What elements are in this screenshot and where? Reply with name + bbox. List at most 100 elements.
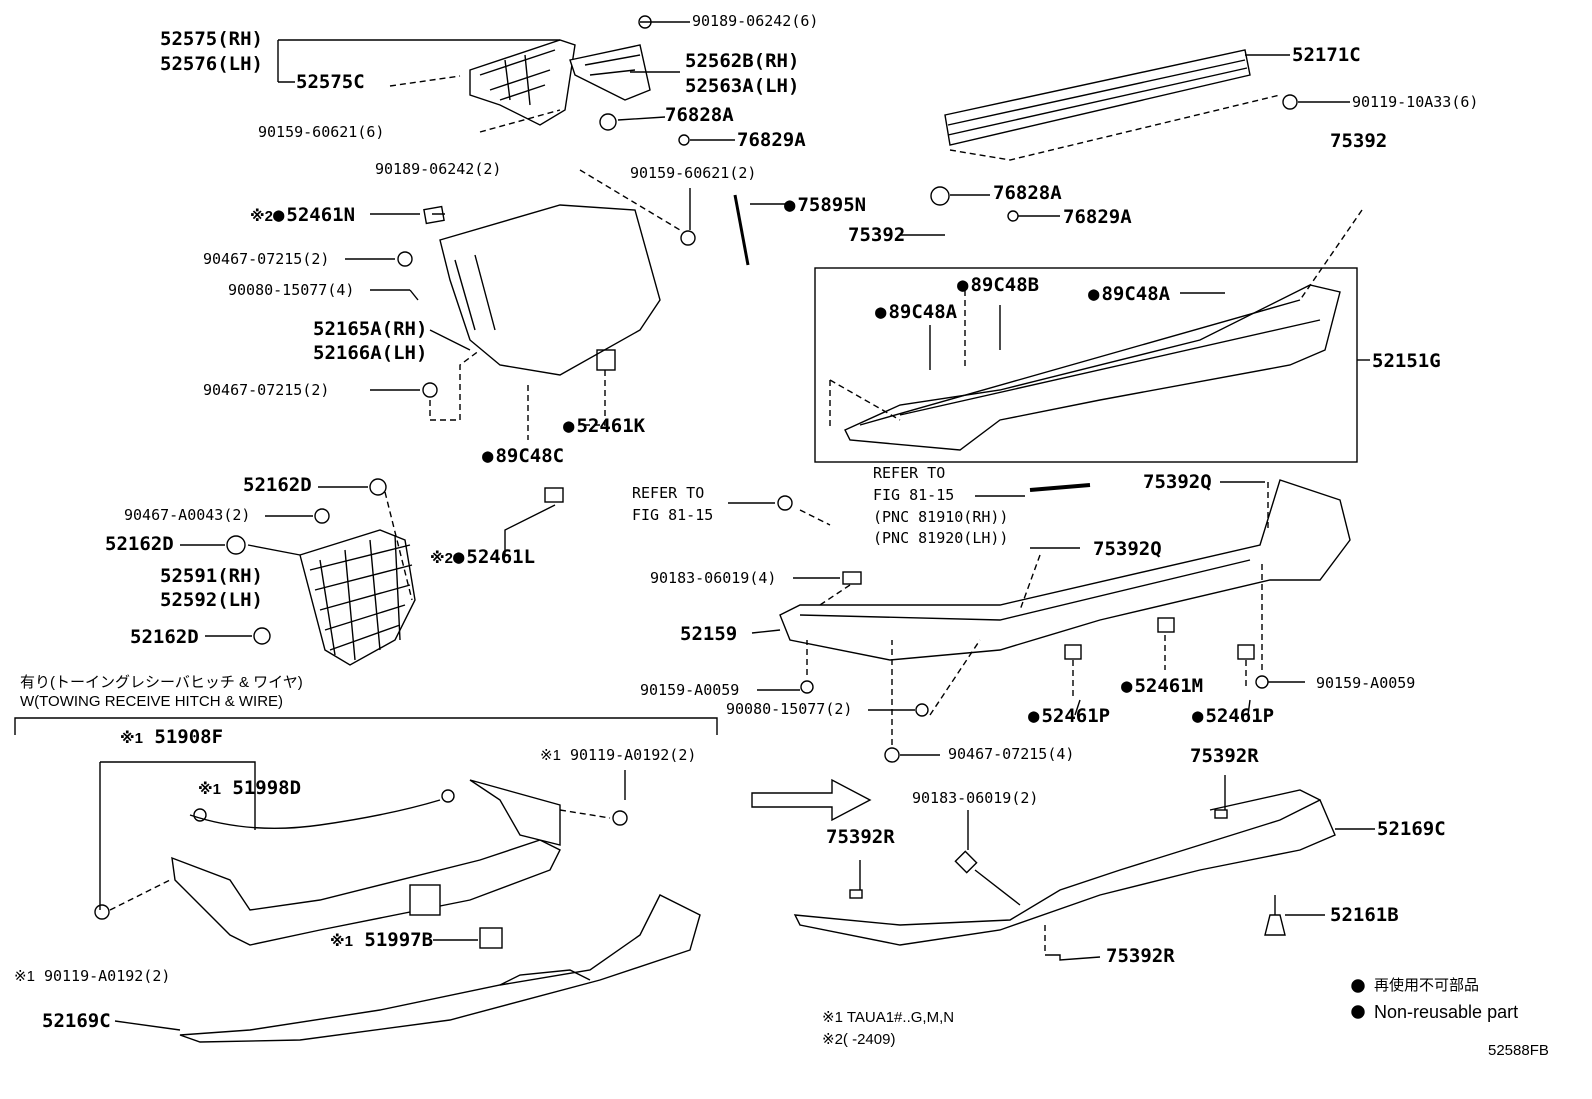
part-label-75392r-left: 75392R	[826, 826, 895, 848]
part-label-52171c: 52171C	[1292, 44, 1361, 66]
part-label-52161b: 52161B	[1330, 904, 1399, 926]
part-label-52575c: 52575C	[296, 71, 365, 93]
part-label-52461m: 52461M	[1121, 677, 1203, 696]
mark-1: ※1	[540, 747, 561, 764]
legend-jp: 再使用不可部品	[1374, 977, 1480, 994]
part-label-76828a-top: 76828A	[665, 104, 734, 126]
part-label-90183-06019-4: 90183-06019(4)	[650, 569, 777, 587]
mark-1: ※1	[822, 1009, 843, 1026]
part-label-90183-06019-2: 90183-06019(2)	[912, 789, 1039, 807]
part-label-52162d-top: 52162D	[243, 474, 312, 496]
mark-2: ※2	[430, 550, 453, 567]
part-label-52159: 52159	[680, 623, 738, 645]
panel-52151g-shape	[844, 284, 1341, 451]
footnote-1: ※1 TAUA1#..G,M,N	[822, 1010, 954, 1025]
part-label-90189-06242-2: 90189-06242(2)	[375, 160, 502, 178]
part-label-90119-a0192-top: ※1 90119-A0192(2)	[540, 746, 697, 764]
part-label-52461n: ※2 52461N	[250, 204, 356, 226]
part-label-52461p-left: 52461P	[1028, 707, 1110, 726]
part-label-76829a-mid: 76829A	[1063, 206, 1132, 228]
part-label-52166a: 52166A(LH)	[313, 342, 428, 364]
towing-label-jp: 有り(トーイングレシーバヒッチ & ワイヤ)	[20, 674, 303, 691]
part-number: 90119-A0192(2)	[43, 967, 171, 985]
part-label-51908f: ※1 51908F	[120, 728, 223, 747]
diffuser-52169c-left-shape	[179, 894, 701, 1043]
pnc-label-2: (PNC 81920(LH))	[873, 529, 1009, 547]
part-label-76829a-top: 76829A	[737, 129, 806, 151]
cover-52159-shape	[779, 479, 1351, 661]
part-number: 52461N	[286, 204, 356, 226]
part-label-75392q-mid: 75392Q	[1093, 538, 1162, 560]
leader-52575	[277, 39, 560, 83]
refer-label-b-1: REFER TO	[873, 464, 946, 482]
retainer-52165a-shape	[439, 204, 661, 376]
footnote-2: ※2( -2409)	[822, 1032, 895, 1047]
part-label-89c48b: 89C48B	[957, 276, 1039, 295]
part-label-52592: 52592(LH)	[160, 589, 263, 611]
part-label-52165a: 52165A(RH)	[313, 318, 428, 340]
part-label-75392q-top: 75392Q	[1143, 471, 1212, 493]
part-label-89c48a-right: 89C48A	[1088, 285, 1170, 304]
grille-52591-shape	[299, 529, 416, 666]
part-label-52162d-bot: 52162D	[130, 626, 199, 648]
reinforcement-52171c-shape	[944, 49, 1251, 146]
part-label-90467-a0043: 90467-A0043(2)	[124, 506, 251, 524]
mark-2: ※2	[250, 208, 273, 225]
part-label-90467-07215-a: 90467-07215(2)	[203, 250, 330, 268]
part-label-75895n: 75895N	[784, 196, 866, 215]
part-label-52591: 52591(RH)	[160, 565, 263, 587]
footnote-text: ( -2409)	[842, 1031, 896, 1048]
diffuser-52169c-right-shape	[793, 789, 1336, 946]
part-label-90159-60621-2: 90159-60621(2)	[630, 164, 757, 182]
part-label-90080-15077-2: 90080-15077(2)	[726, 700, 853, 718]
part-number: 52461L	[466, 546, 536, 568]
towing-section-bracket	[14, 717, 718, 735]
refer-label-b-2: FIG 81-15	[873, 486, 955, 504]
part-number: 51997B	[364, 929, 434, 951]
part-label-52461p-right: 52461P	[1192, 707, 1274, 726]
non-reusable-dot	[453, 546, 466, 568]
part-label-52461k: 52461K	[563, 417, 645, 436]
part-label-52169c-left: 52169C	[42, 1010, 111, 1032]
part-number: 51908F	[154, 726, 224, 748]
part-number: 90119-A0192(2)	[569, 746, 697, 764]
part-label-90467-07215-4: 90467-07215(4)	[948, 745, 1075, 763]
hitch-51908f-shape	[171, 779, 561, 946]
part-number: 51998D	[232, 777, 302, 799]
panel-52151g-box	[814, 267, 1358, 463]
part-label-90467-07215-b: 90467-07215(2)	[203, 381, 330, 399]
part-label-90159-a0059-left: 90159-A0059	[640, 681, 740, 699]
part-label-89c48c: 89C48C	[482, 447, 564, 466]
bracket-52575-shape	[469, 39, 576, 126]
part-label-52169c-right: 52169C	[1377, 818, 1446, 840]
part-label-52151g: 52151G	[1372, 350, 1441, 372]
part-label-90189-06242-6: 90189-06242(6)	[692, 12, 819, 30]
bracket-52562b-shape	[569, 44, 651, 101]
part-label-90159-60621-6: 90159-60621(6)	[258, 123, 385, 141]
towing-label-en: W(TOWING RECEIVE HITCH & WIRE)	[20, 693, 284, 710]
legend-en: Non-reusable part	[1374, 1002, 1519, 1022]
mark-1: ※1	[120, 730, 143, 747]
non-reusable-dot	[273, 204, 286, 226]
mark-2: ※2	[822, 1031, 843, 1048]
leader-52575c	[389, 75, 461, 87]
part-label-51998d: ※1 51998D	[198, 779, 301, 798]
part-label-52562b: 52562B(RH)	[685, 50, 800, 72]
mark-1: ※1	[198, 781, 221, 798]
part-label-75392-mid: 75392	[848, 224, 906, 246]
mark-1: ※1	[14, 968, 35, 985]
part-label-90119-a0192-bot: ※1 90119-A0192(2)	[14, 967, 171, 985]
refer-label-a-2: FIG 81-15	[632, 506, 714, 524]
part-label-89c48a-left: 89C48A	[875, 303, 957, 322]
part-label-75392-top: 75392	[1330, 130, 1388, 152]
part-label-76828a-mid: 76828A	[993, 182, 1062, 204]
part-label-90119-10a33: 90119-10A33(6)	[1352, 93, 1479, 111]
footnote-text: TAUA1#..G,M,N	[846, 1009, 955, 1026]
part-label-90080-15077-4: 90080-15077(4)	[228, 281, 355, 299]
diagram-code: 52588FB	[1488, 1042, 1549, 1059]
part-label-52563a: 52563A(LH)	[685, 75, 800, 97]
part-label-75392r-bot: 75392R	[1106, 945, 1175, 967]
part-label-75392r-top: 75392R	[1190, 745, 1259, 767]
